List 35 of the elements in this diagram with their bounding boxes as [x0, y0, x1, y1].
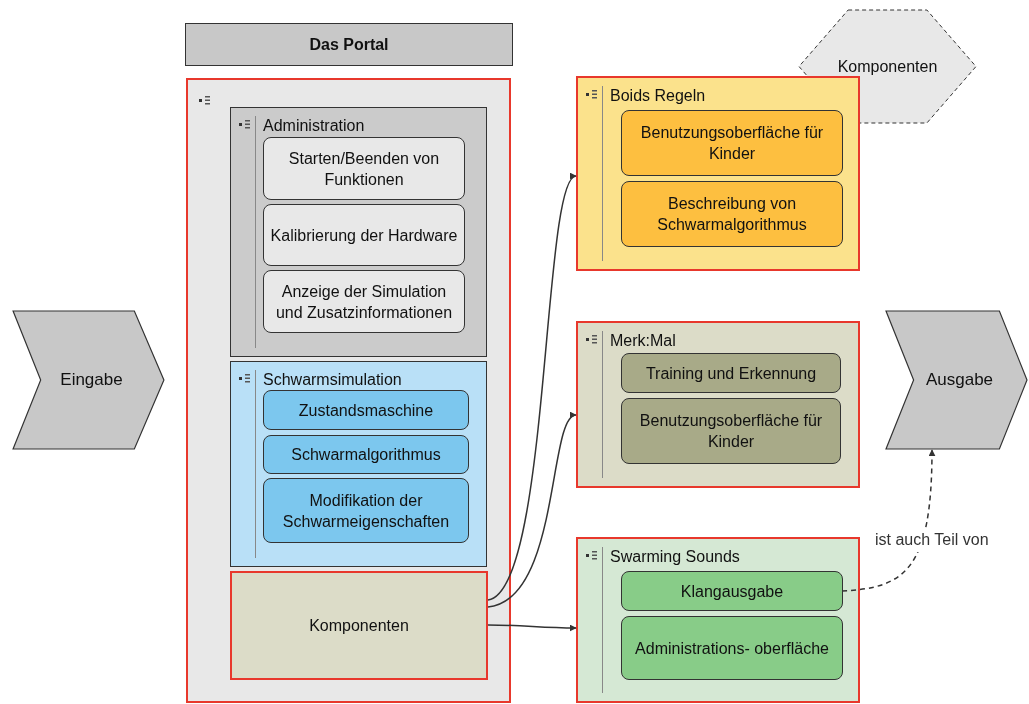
item-box: Klangausgabe [621, 571, 843, 611]
chevron-label: Ausgabe [925, 369, 994, 392]
arrow [487, 175, 577, 601]
group-title: Swarming Sounds [610, 547, 740, 567]
diamond-label: Komponenten [837, 56, 938, 77]
item-box: Benutzungsoberfläche für Kinder [621, 398, 841, 464]
edge-label: ist auch Teil von [873, 528, 991, 552]
chevron-shape [885, 310, 1028, 450]
portal-frame [186, 78, 511, 703]
group-title: Schwarmsimulation [263, 370, 402, 390]
item-box: Schwarmalgorithmus [263, 435, 469, 474]
group-panel [230, 107, 487, 357]
item-box: Benutzungsoberfläche für Kinder [621, 110, 843, 176]
item-box: Training und Erkennung [621, 353, 841, 393]
group-title: Merk:Mal [610, 331, 676, 351]
arrow [487, 624, 577, 632]
group-panel [576, 321, 860, 488]
item-box: Starten/Beenden von Funktionen [263, 137, 465, 200]
item-box: Zustandsmaschine [263, 390, 469, 430]
arrow [841, 449, 936, 592]
item-box: Beschreibung von Schwarmalgorithmus [621, 181, 843, 247]
item-box: Modifikation der Schwarmeigenschaften [263, 478, 469, 543]
chevron-shape [12, 310, 165, 450]
title-bar: Das Portal [185, 23, 513, 66]
item-box: Anzeige der Simulation und Zusatzinformationen [263, 270, 465, 333]
group-title: Boids Regeln [610, 86, 706, 106]
group-panel [576, 537, 860, 703]
arrow [487, 414, 577, 608]
item-box: Kalibrierung der Hardware [263, 204, 465, 266]
group-panel [576, 76, 860, 271]
component-box: Komponenten [230, 571, 488, 680]
item-box: Administrations- oberfläche [621, 616, 843, 680]
chevron-label: Eingabe [60, 369, 123, 392]
group-panel [230, 361, 487, 567]
group-title: Administration [263, 116, 365, 136]
